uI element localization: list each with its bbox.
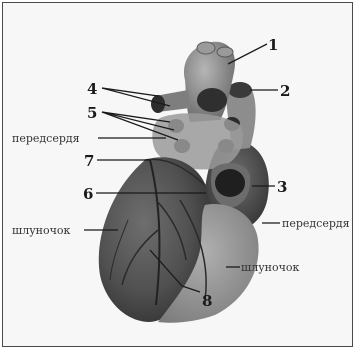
number-label-2: 2 (280, 82, 290, 100)
aorta-branch-1 (197, 42, 215, 54)
label-atrium-right: передсердя (282, 217, 350, 230)
number-label-3: 3 (277, 178, 287, 196)
number-label-4: 4 (87, 80, 97, 98)
vena-cava-opening (215, 169, 245, 197)
label-ventricle-left: шлуночок (12, 224, 71, 237)
leader-1 (228, 44, 267, 64)
number-label-6: 6 (83, 185, 93, 203)
aorta-opening (197, 88, 227, 112)
label-atrium-left: передсердя (12, 132, 80, 145)
number-label-8: 8 (202, 292, 212, 310)
aorta-branch-2 (217, 47, 233, 57)
number-label-1: 1 (268, 36, 278, 54)
pulmonary-trunk-opening (228, 82, 252, 98)
number-label-7: 7 (84, 152, 94, 170)
number-label-5: 5 (87, 104, 97, 122)
label-ventricle-right: шлуночок (241, 261, 300, 274)
